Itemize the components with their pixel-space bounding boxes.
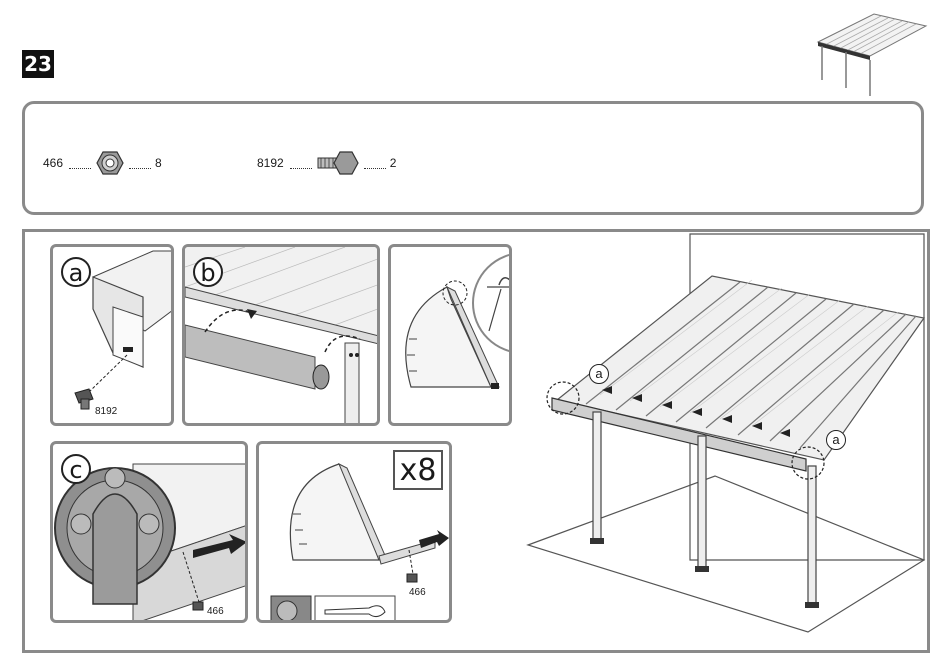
part-bolt-8192: 8192 2 bbox=[257, 148, 396, 178]
detail-panel-repeat: x8 466 bbox=[256, 441, 452, 623]
detail-panel-b: b bbox=[182, 244, 380, 426]
part-code: 8192 bbox=[257, 156, 284, 170]
detail-panel-a: a 8192 bbox=[50, 244, 174, 426]
panel-letter-c: c bbox=[61, 454, 91, 484]
main-callout-a-right: a bbox=[826, 430, 846, 450]
panel-letter-a: a bbox=[61, 257, 91, 287]
part-code: 466 bbox=[43, 156, 63, 170]
gutter-zoom-circle bbox=[391, 247, 512, 426]
repeat-count: x8 bbox=[393, 450, 443, 490]
main-callout-a-left: a bbox=[589, 364, 609, 384]
hex-nut-icon bbox=[95, 148, 125, 178]
panel-letter-b: b bbox=[193, 257, 223, 287]
parts-list: 466 8 8192 2 bbox=[22, 101, 924, 215]
part-label-466: 466 bbox=[207, 606, 224, 617]
hex-bolt-icon bbox=[316, 148, 360, 178]
step-number: 23 bbox=[22, 50, 54, 78]
part-nut-466: 466 8 bbox=[43, 148, 162, 178]
part-quantity: 8 bbox=[155, 156, 162, 170]
part-label-466: 466 bbox=[409, 587, 426, 598]
part-quantity: 2 bbox=[390, 156, 397, 170]
part-label-8192: 8192 bbox=[95, 406, 117, 417]
detail-panel-c: c 466 bbox=[50, 441, 248, 623]
detail-panel-gutter bbox=[388, 244, 512, 426]
pergola-thumbnail bbox=[812, 10, 930, 98]
